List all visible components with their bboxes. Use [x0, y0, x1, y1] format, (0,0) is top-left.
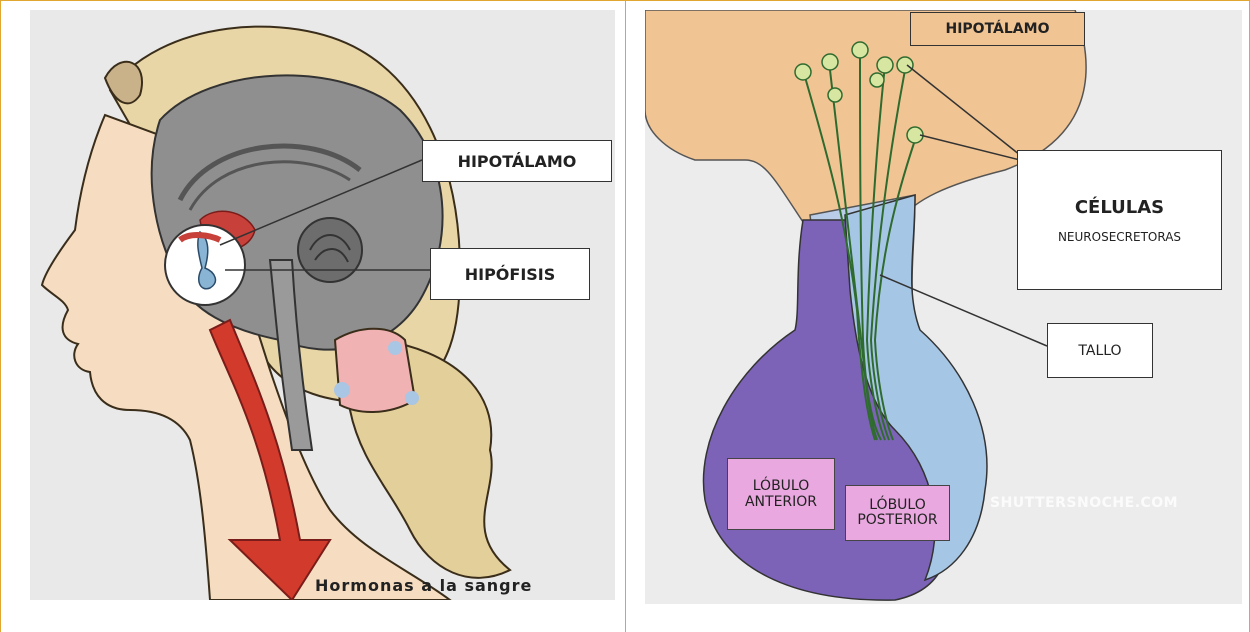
hair-tie: [335, 329, 415, 412]
anterior-lobe-line1: LÓBULO: [753, 478, 810, 494]
label-neurosecretory-cells: CÉLULAS NEUROSECRETORAS: [1017, 150, 1222, 290]
label-hypothalamus-right: HIPOTÁLAMO: [910, 12, 1085, 46]
head-illustration: [30, 10, 615, 600]
watermark: SHUTTERSNOCHE.COM: [990, 495, 1178, 511]
cells-title: CÉLULAS: [1075, 197, 1164, 218]
label-posterior-lobe: LÓBULO POSTERIOR: [845, 485, 950, 541]
label-stalk: TALLO: [1047, 323, 1153, 378]
label-hypothalamus: HIPOTÁLAMO: [422, 140, 612, 182]
anterior-lobe-line2: ANTERIOR: [745, 494, 817, 510]
posterior-lobe-line2: POSTERIOR: [857, 513, 937, 528]
posterior-lobe-line1: LÓBULO: [869, 498, 926, 513]
pituitary-detail-panel: HIPOTÁLAMO CÉLULAS NEUROSECRETORAS TALLO…: [645, 10, 1242, 604]
ear-shape: [105, 62, 142, 104]
label-anterior-lobe: LÓBULO ANTERIOR: [727, 458, 835, 530]
table-divider: [625, 0, 626, 632]
caption-hormones-to-blood: Hormonas a la sangre: [315, 576, 532, 595]
label-pituitary: HIPÓFISIS: [430, 248, 590, 300]
head-illustration-panel: HIPOTÁLAMO HIPÓFISIS Hormonas a la sangr…: [30, 10, 615, 600]
cells-subtitle: NEUROSECRETORAS: [1058, 230, 1181, 244]
